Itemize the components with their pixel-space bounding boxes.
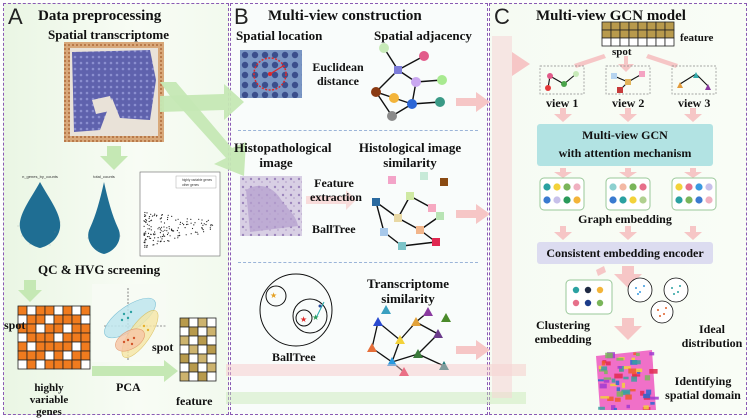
encoder-box xyxy=(537,242,713,264)
spatial-adjacency-label: Spatial adjacency xyxy=(374,28,472,43)
panel-c-title: Multi-view GCN model xyxy=(536,8,686,24)
input-band-c xyxy=(492,36,512,398)
separator-b2 xyxy=(238,262,478,263)
adjacency-nodes xyxy=(371,43,447,121)
scatter-legend-1: highly variable genes xyxy=(182,178,212,182)
arrow-a1 xyxy=(100,146,128,170)
view-1-graph xyxy=(539,65,585,95)
spot-label-a1: spot xyxy=(4,318,26,332)
cluster-circles xyxy=(627,277,689,324)
ideal-distribution-label: Ideal distribution xyxy=(681,322,743,350)
graph-embedding-boxes xyxy=(539,177,717,211)
spatial-location-image xyxy=(240,50,302,98)
spatial-transcriptome-image xyxy=(64,42,164,142)
panel-a-subtitle: Spatial transcriptome xyxy=(48,27,169,42)
feature-matrix-c xyxy=(601,21,675,47)
feature-label-a: feature xyxy=(176,394,213,408)
spatial-domain-map xyxy=(596,350,659,410)
gcn-line-2: with attention mechanism xyxy=(558,146,692,160)
gene-matrix xyxy=(17,305,91,370)
feature-matrix-a xyxy=(179,317,217,382)
graph-embedding-label: Graph embedding xyxy=(578,212,672,226)
gcn-to-embed-arrows xyxy=(554,168,702,178)
histology-nodes xyxy=(372,172,448,250)
view-2-graph xyxy=(605,65,651,95)
gcn-line-1: Multi-view GCN xyxy=(582,128,668,142)
pca-plot xyxy=(92,284,166,362)
balltree-label-1: BallTree xyxy=(312,222,356,236)
matrix-to-views-arrows xyxy=(574,54,678,72)
arrow-to-b xyxy=(160,82,246,176)
pca-arrow xyxy=(92,360,178,382)
arrow-b3 xyxy=(456,340,490,360)
feature-extraction-label: Feature extraction xyxy=(310,176,362,204)
view-3-graph xyxy=(671,65,717,95)
histology-graph xyxy=(375,195,441,247)
violin-1-title: n_genes_by_counts xyxy=(22,174,58,179)
panel-b-letter: B xyxy=(234,4,249,29)
panel-a-letter: A xyxy=(8,4,23,29)
feature-label-c: feature xyxy=(680,32,714,44)
identifying-domain-label: Identifying spatial domain xyxy=(665,374,741,402)
panel-a-title: Data preprocessing xyxy=(38,8,162,24)
histopathological-image xyxy=(240,176,302,236)
svg-text:★: ★ xyxy=(270,291,277,300)
separator-b1 xyxy=(238,130,478,131)
spot-label-c: spot xyxy=(612,46,632,58)
transcriptome-nodes xyxy=(367,305,451,376)
balltree-points: ★ ★ ★ xyxy=(270,291,322,324)
spot-label-a2: spot xyxy=(152,340,174,354)
balltree-diagram xyxy=(259,273,333,347)
embed-to-encoder-arrows xyxy=(554,226,702,240)
svg-text:★: ★ xyxy=(300,315,307,324)
transcriptome-similarity-label: Transcriptome similarity xyxy=(366,276,450,306)
arrow-b1 xyxy=(456,92,490,112)
panel-b-title: Multi-view construction xyxy=(268,8,422,24)
qc-hvg-label: QC & HVG screening xyxy=(38,262,161,277)
encoder-down-arrow xyxy=(614,266,642,288)
clustering-embedding-label: Clustering embedding xyxy=(534,318,592,346)
arrow-b2 xyxy=(456,204,490,224)
view-1-label: view 1 xyxy=(546,96,579,110)
violin-2-title: total_counts xyxy=(93,174,115,179)
histology-similarity-label: Histological image similarity xyxy=(358,140,462,170)
scatter-legend-2: other genes xyxy=(182,183,199,187)
consistent-encoder-label: Consistent embedding encoder xyxy=(546,246,704,260)
hvg-scatter-plot: highly variable genes other genes xyxy=(139,171,221,257)
transcriptome-graph xyxy=(371,311,445,373)
histopathological-image-label: Histopathological image xyxy=(234,140,332,170)
feature-extraction-arrow xyxy=(306,190,356,210)
svg-text:★: ★ xyxy=(312,313,319,322)
arrow-a2 xyxy=(18,280,42,302)
clustering-embedding xyxy=(565,279,613,315)
violin-plot-2: total_counts xyxy=(87,174,121,254)
highly-variable-genes-label: highly variable genes xyxy=(29,382,69,418)
gcn-box xyxy=(537,124,713,166)
feature-arrows-to-c xyxy=(226,364,526,404)
euclidean-distance-label: Euclidean distance xyxy=(312,60,364,88)
encoder-to-cluster-arrow xyxy=(596,266,606,276)
balltree-label-2: BallTree xyxy=(272,350,316,364)
view-3-label: view 3 xyxy=(678,96,711,110)
spatial-location-label: Spatial location xyxy=(236,28,323,43)
violin-plot-1: n_genes_by_counts xyxy=(17,174,61,248)
input-arrow-c xyxy=(512,52,530,76)
to-domain-arrow xyxy=(614,318,642,340)
panel-c-letter: C xyxy=(494,4,510,29)
pca-label: PCA xyxy=(116,380,141,394)
view-2-label: view 2 xyxy=(612,96,645,110)
views-to-gcn-arrows xyxy=(554,108,702,122)
